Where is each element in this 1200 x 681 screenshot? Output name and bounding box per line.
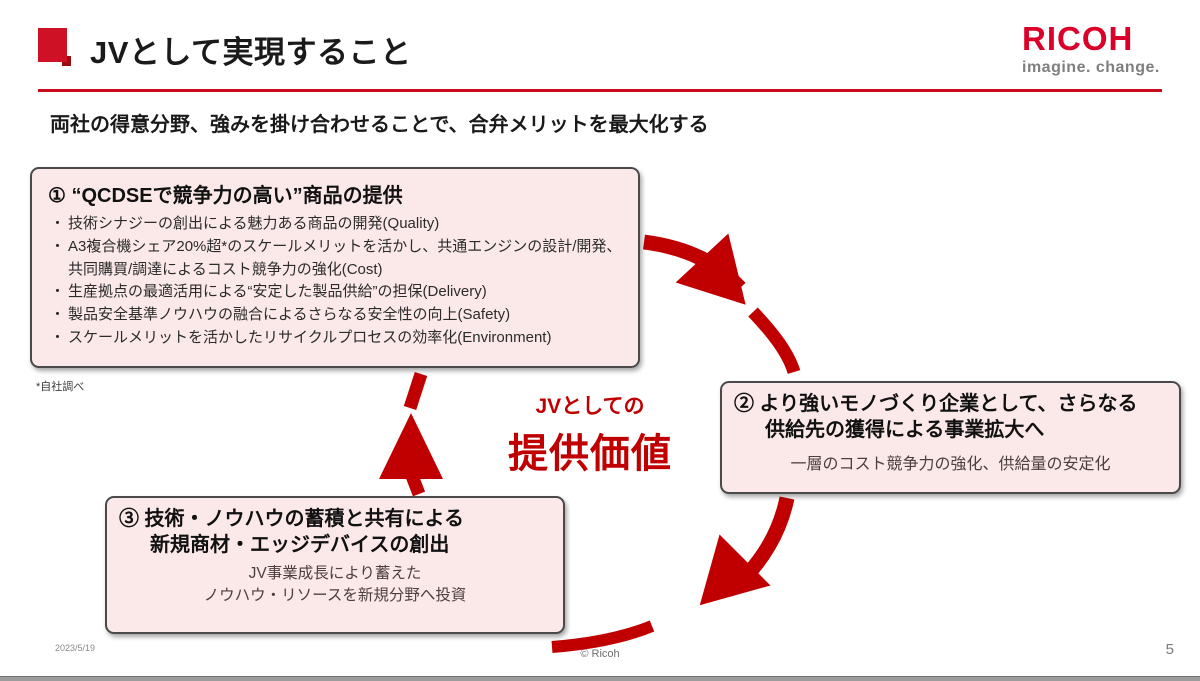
box1-bullet-delivery: 生産拠点の最適活用による“安定した製品供給”の担保(Delivery) xyxy=(48,281,622,304)
page-title: JVとして実現すること xyxy=(90,35,412,70)
box1-bullet-cost: A3複合機シェア20%超*のスケールメリットを活かし、共通エンジンの設計/開発、… xyxy=(48,236,622,282)
box2-heading-line2: 供給先の獲得による事業拡大へ xyxy=(765,419,1045,442)
box1-bullet-list: 技術シナジーの創出による魅力ある商品の開発(Quality) A3複合機シェア2… xyxy=(48,213,622,350)
box2-heading-line1: ② より強いモノづくり企業として、さらなる xyxy=(734,393,1138,415)
ricoh-logo-text: RICOH xyxy=(1022,20,1134,57)
box1-bullet-safety: 製品安全基準ノウハウの融合によるさらなる安全性の向上(Safety) xyxy=(48,304,622,327)
box3-heading-line2: 新規商材・エッジデバイスの創出 xyxy=(150,534,450,557)
bottom-window-edge xyxy=(0,676,1200,681)
page-number: 5 xyxy=(1165,641,1174,658)
footer-copyright: © Ricoh xyxy=(580,648,620,660)
box3-subtext-line1: JV事業成長により蓄えた xyxy=(248,564,422,582)
box2-subtext: 一層のコスト競争力の強化、供給量の安定化 xyxy=(790,455,1111,473)
slide-subtitle: 両社の得意分野、強みを掛け合わせることで、合弁メリットを最大化する xyxy=(50,114,709,136)
box3-subtext: JV事業成長により蓄えた ノウハウ・リソースを新規分野へ投資 xyxy=(119,563,551,608)
box1-bullet-environment: スケールメリットを活かしたリサイクルプロセスの効率化(Environment) xyxy=(48,327,622,350)
box1-bullet-quality: 技術シナジーの創出による魅力ある商品の開発(Quality) xyxy=(48,213,622,236)
title-divider-line xyxy=(38,89,1162,92)
jv-value-label: JVとしての 提供価値 xyxy=(495,390,685,479)
arrow-box3-to-box1-icon xyxy=(379,371,443,497)
footnote: *自社調べ xyxy=(36,381,85,393)
qcdse-products-box: ① “QCDSEで競争力の高い”商品の提供 技術シナジーの創出による魅力ある商品… xyxy=(30,167,640,368)
arrow-box1-to-box2-icon xyxy=(642,233,801,375)
new-products-box: ③ 技術・ノウハウの蓄積と共有による 新規商材・エッジデバイスの創出 JV事業成… xyxy=(105,496,565,634)
ricoh-logo: RICOH imagine. change. xyxy=(1022,20,1172,77)
box3-heading-line1: ③ 技術・ノウハウの蓄積と共有による xyxy=(119,508,464,530)
box3-subtext-line2: ノウハウ・リソースを新規分野へ投資 xyxy=(203,587,467,605)
ricoh-tagline: imagine. change. xyxy=(1022,58,1160,76)
jv-value-line1: JVとしての xyxy=(535,395,645,418)
box1-heading: ① “QCDSEで競争力の高い”商品の提供 xyxy=(48,185,403,207)
business-expansion-box: ② より強いモノづくり企業として、さらなる 供給先の獲得による事業拡大へ 一層の… xyxy=(720,381,1181,494)
footer-date: 2023/5/19 xyxy=(55,643,96,653)
arrow-box2-to-box3-icon xyxy=(551,496,795,653)
red-square-bullet-icon xyxy=(38,28,67,62)
jv-value-line2: 提供価値 xyxy=(508,432,672,476)
